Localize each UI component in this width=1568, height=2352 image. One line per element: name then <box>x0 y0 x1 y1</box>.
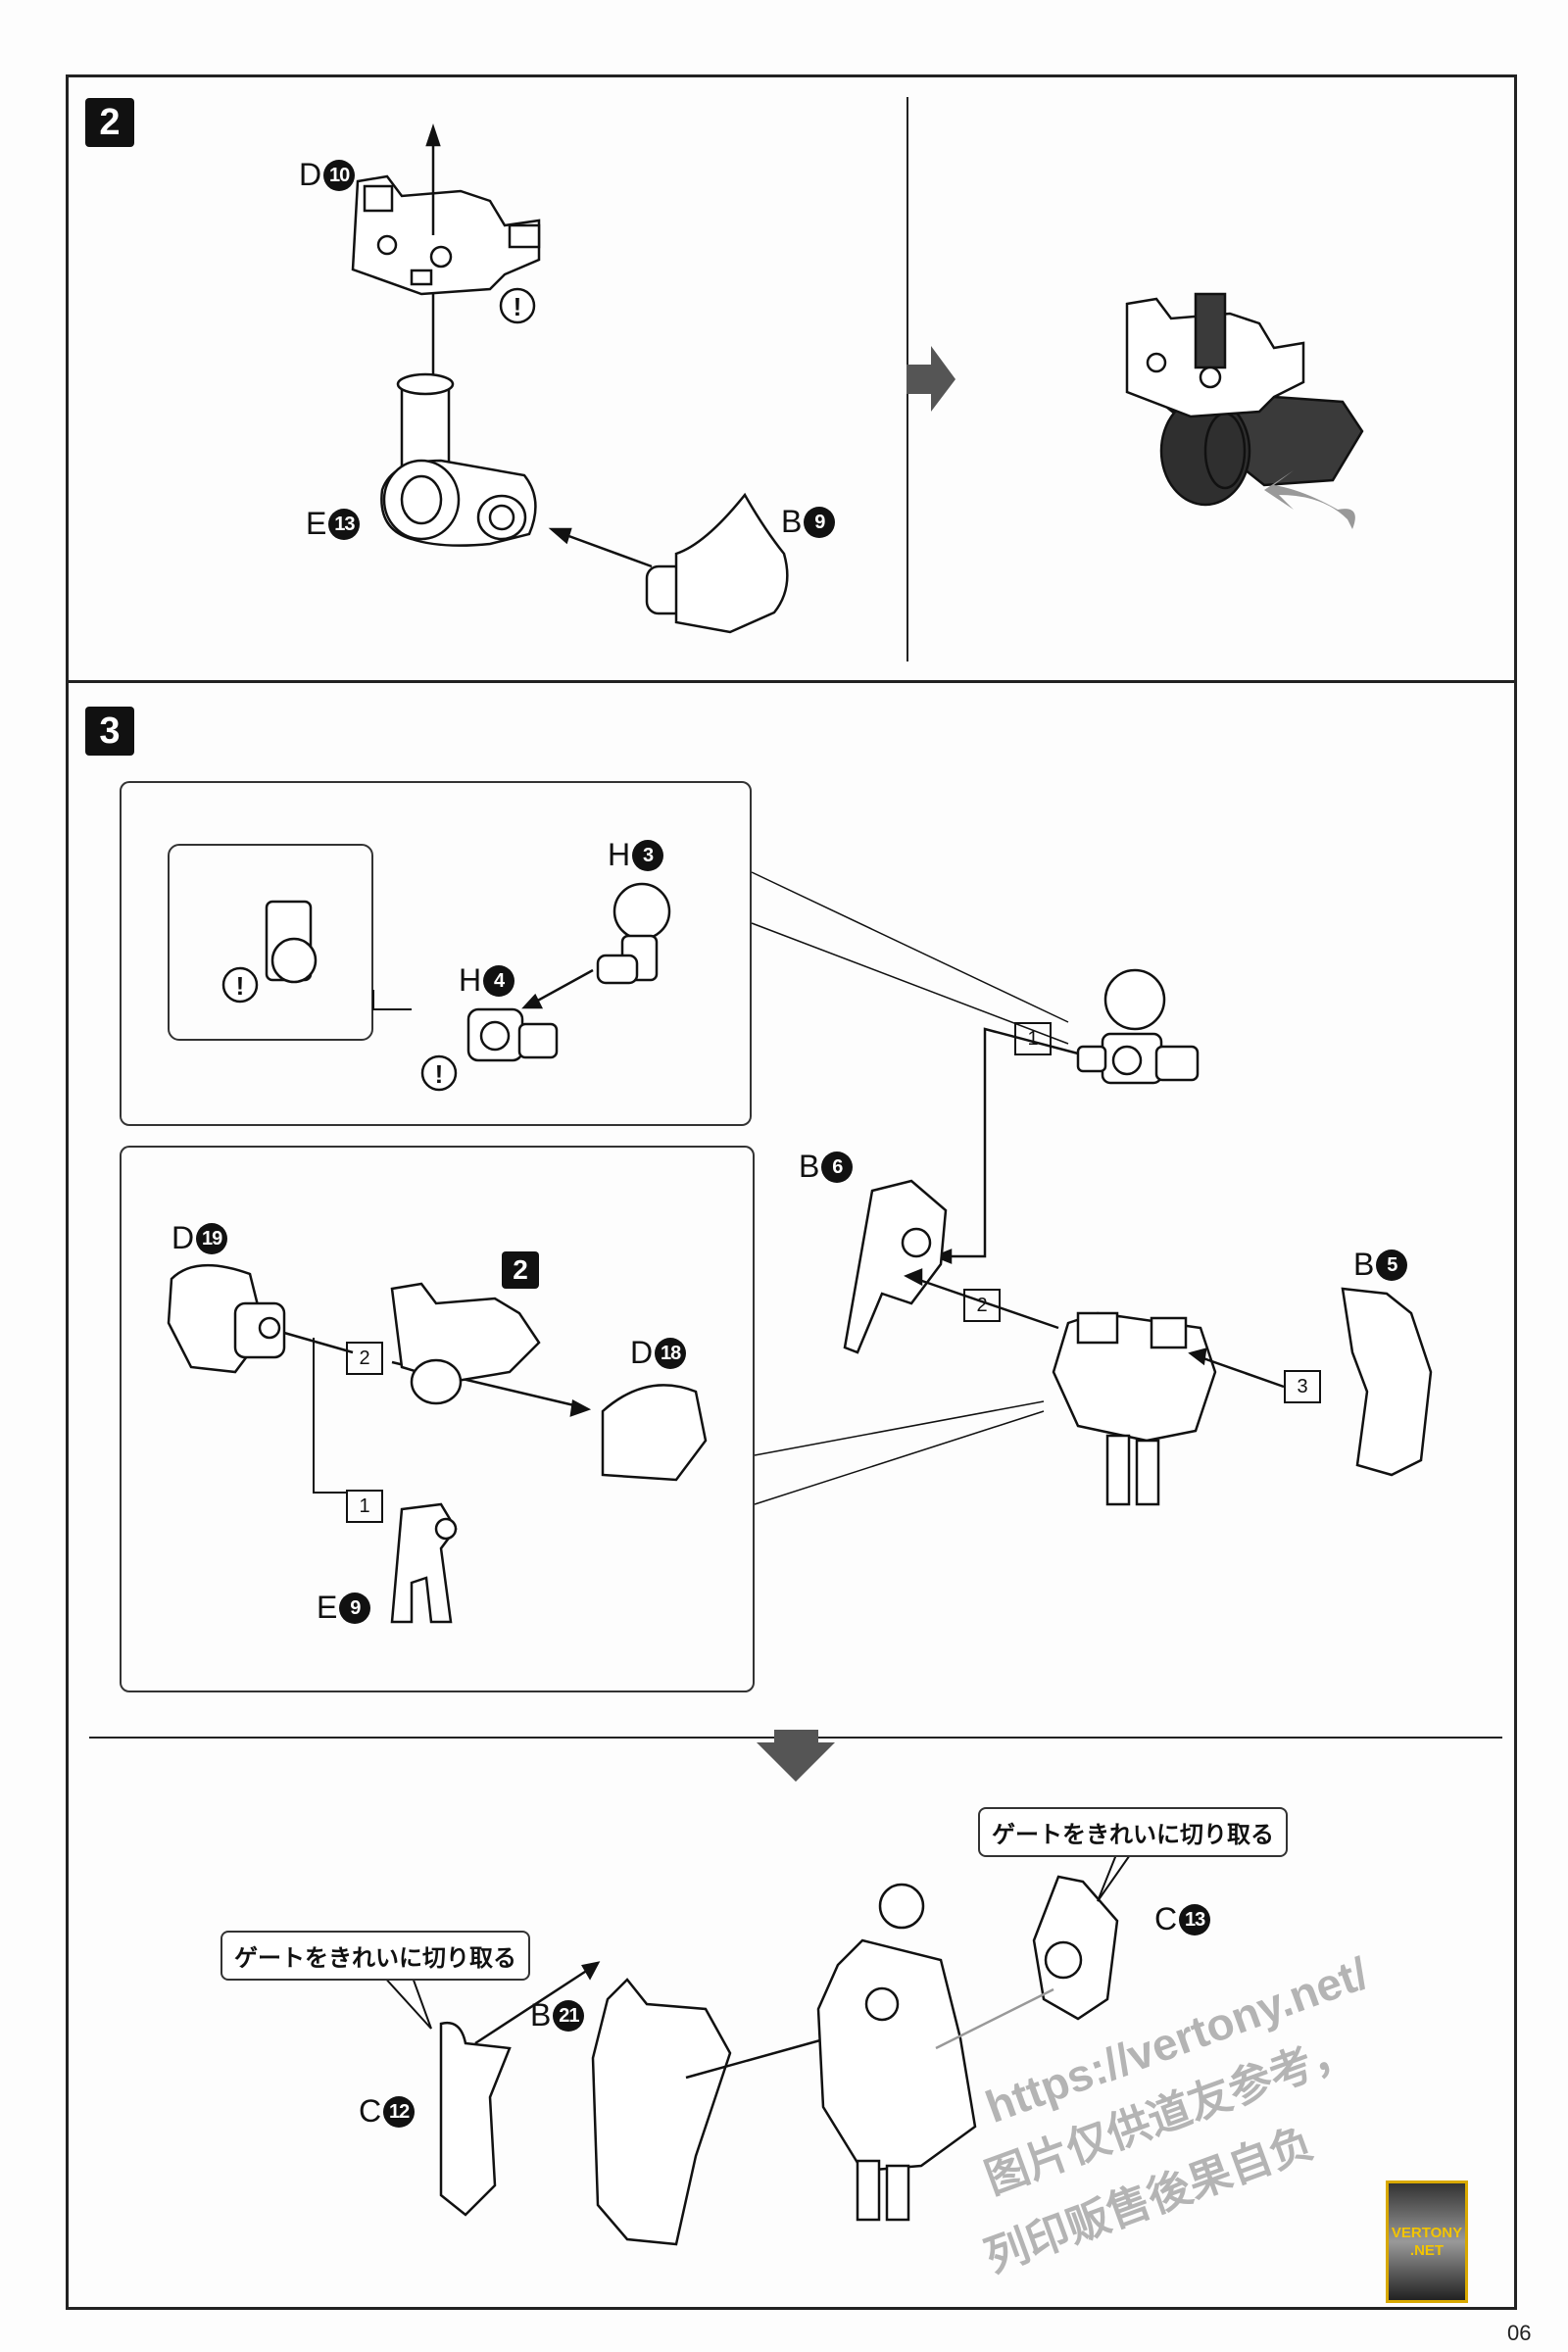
part-number: 5 <box>1376 1249 1408 1281</box>
part-c12-drawing <box>439 2021 512 2217</box>
logo-text: VERTONY <box>1391 2224 1463 2241</box>
caution-icon: ! <box>236 971 245 1001</box>
part-h4-drawing <box>466 1007 559 1062</box>
result-arrow <box>906 346 956 412</box>
part-letter: D <box>630 1335 654 1370</box>
part-number: 18 <box>655 1337 687 1369</box>
part-c13-drawing <box>1032 1875 1119 2021</box>
part-number: 3 <box>632 839 664 871</box>
part-h3-drawing <box>596 882 671 985</box>
ref-step-badge-2: 2 <box>502 1251 539 1289</box>
part-b5-drawing <box>1341 1287 1433 1477</box>
part-number: 4 <box>483 964 515 997</box>
rotate-arrow-icon <box>1264 470 1355 529</box>
part-letter: B <box>530 1997 552 2033</box>
part-number: 21 <box>553 1999 585 2032</box>
inset-box-d-parts <box>120 1146 755 1692</box>
part-number: 12 <box>383 2095 416 2128</box>
caution-icon: ! <box>514 292 522 321</box>
part-letter: E <box>317 1590 338 1625</box>
part-d10-drawing <box>351 174 541 296</box>
part-e9-drawing <box>390 1502 458 1624</box>
part-b9-drawing <box>645 492 789 634</box>
part-b21-drawing <box>591 1978 732 2246</box>
detail-drawing <box>265 900 318 984</box>
step-badge-3: 3 <box>85 707 134 756</box>
order-marker-1: 1 <box>1014 1022 1052 1055</box>
part-ball-joint-drawing <box>1076 968 1200 1085</box>
part-number: 13 <box>1179 1903 1211 1936</box>
part-number: 10 <box>323 159 356 191</box>
part-number: 13 <box>328 508 361 540</box>
part-letter: B <box>799 1149 820 1184</box>
gate-trim-callout: ゲートをきれいに切り取る <box>220 1931 530 1981</box>
part-letter: C <box>1154 1901 1178 1936</box>
inset-box-detail <box>168 844 373 1041</box>
part-letter: D <box>299 157 322 192</box>
order-marker-3: 3 <box>1284 1370 1321 1403</box>
inset-box-h-parts <box>120 781 752 1126</box>
down-arrow-icon <box>757 1730 835 1782</box>
logo-text: .NET <box>1409 2241 1445 2259</box>
part-number: 9 <box>804 506 836 538</box>
part-final-body-drawing <box>816 1883 977 2222</box>
part-number: 19 <box>196 1222 228 1254</box>
part-letter: D <box>172 1220 195 1255</box>
part-e13-drawing <box>380 372 537 547</box>
part-number: 6 <box>821 1151 854 1183</box>
part-letter: H <box>608 837 631 872</box>
page-number: 06 <box>1507 2321 1532 2345</box>
part-step2-assembly-drawing <box>390 1282 541 1405</box>
step-badge-2: 2 <box>85 98 134 147</box>
part-d19-drawing <box>167 1263 286 1374</box>
part-body-drawing <box>1052 1311 1217 1506</box>
order-marker-2: 2 <box>963 1289 1001 1322</box>
part-letter: C <box>359 2093 382 2129</box>
part-letter: E <box>306 506 327 541</box>
part-letter: B <box>781 504 803 539</box>
part-b6-drawing <box>843 1179 948 1354</box>
part-number: 9 <box>339 1592 371 1624</box>
part-letter: B <box>1353 1247 1375 1282</box>
gate-trim-callout: ゲートをきれいに切り取る <box>978 1807 1288 1857</box>
step2-result-drawing <box>1125 292 1364 507</box>
step-divider <box>66 680 1517 683</box>
part-d18-drawing <box>601 1384 708 1482</box>
vertony-logo: VERTONY.NET <box>1386 2180 1468 2303</box>
page-frame <box>66 74 1517 2310</box>
inset-order-marker-2: 2 <box>346 1342 383 1375</box>
caution-icon: ! <box>435 1059 444 1089</box>
part-letter: H <box>459 962 482 998</box>
inset-order-marker-1: 1 <box>346 1490 383 1523</box>
